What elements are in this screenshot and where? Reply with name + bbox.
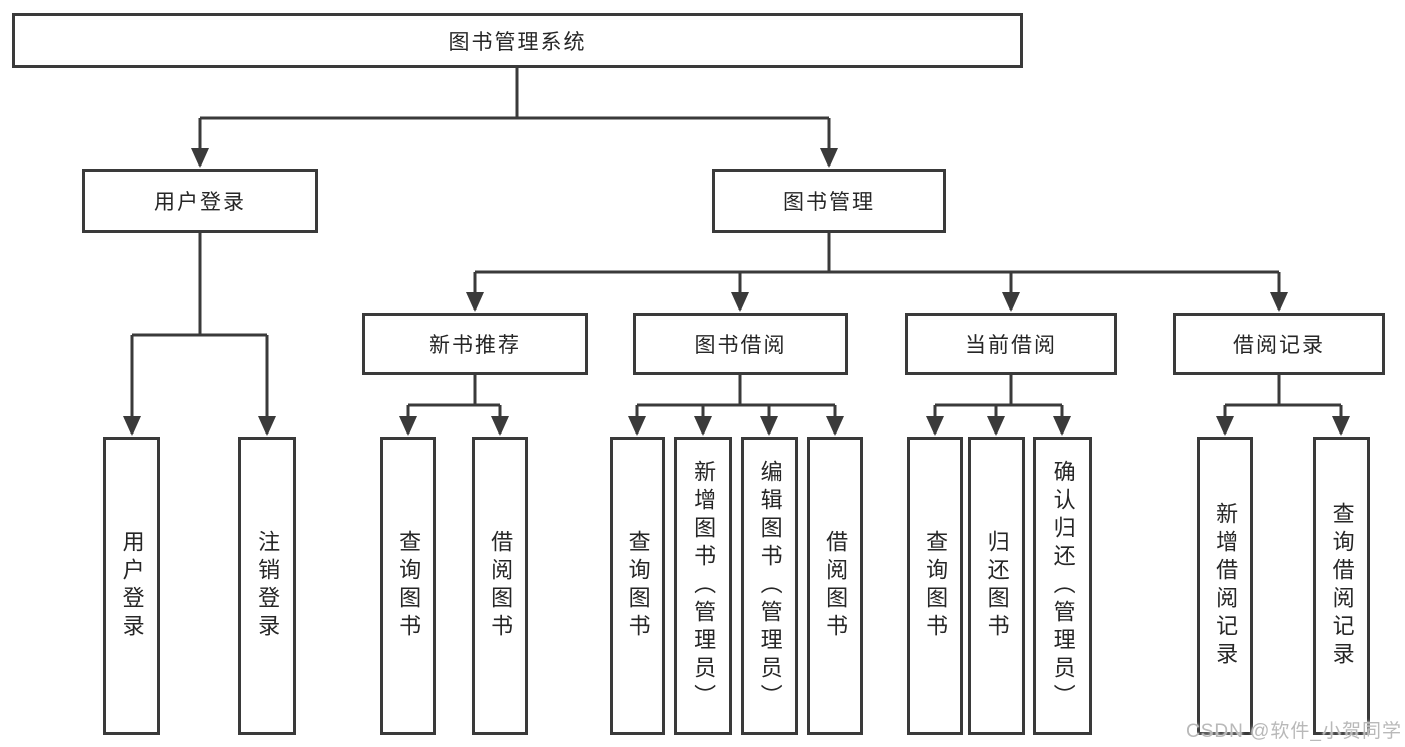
node-label: 查询图书 [923,530,949,642]
node-borrow-book-recommend: 借阅图书 [472,437,528,735]
node-user-login-branch: 用户登录 [82,169,318,233]
node-label: 新增图书（管理员） [691,460,717,712]
node-query-books-recommend: 查询图书 [380,437,436,735]
node-label: 归还图书 [984,530,1010,642]
node-query-borrow-record: 查询借阅记录 [1313,437,1370,735]
node-user-login: 用户登录 [103,437,160,735]
node-label: 新书推荐 [429,334,521,357]
node-book-management-branch: 图书管理 [712,169,946,233]
node-label: 用户登录 [154,191,246,214]
node-label: 当前借阅 [965,334,1057,357]
node-label: 图书管理系统 [448,30,587,54]
node-borrow-book: 借阅图书 [807,437,863,735]
node-label: 查询图书 [396,530,422,642]
node-label: 新增借阅记录 [1213,502,1239,670]
node-label: 用户登录 [119,530,145,642]
node-label: 确认归还（管理员） [1050,460,1076,712]
node-query-books-borrowing: 查询图书 [610,437,665,735]
node-return-book: 归还图书 [968,437,1025,735]
node-label: 查询借阅记录 [1329,502,1355,670]
node-label: 借阅记录 [1233,334,1325,357]
node-add-book-admin: 新增图书（管理员） [674,437,732,735]
csdn-watermark: CSDN @软件_小贺同学 [1186,721,1402,742]
node-label: 借阅图书 [823,530,849,642]
node-edit-book-admin: 编辑图书（管理员） [741,437,798,735]
node-label: 借阅图书 [488,530,514,642]
node-label: 查询图书 [625,530,651,642]
node-borrowing-records: 借阅记录 [1173,313,1385,375]
node-logout: 注销登录 [238,437,296,735]
node-query-books-current: 查询图书 [907,437,963,735]
node-new-book-recommendation: 新书推荐 [362,313,588,375]
node-label: 图书借阅 [694,334,787,357]
node-library-management-system: 图书管理系统 [12,13,1023,68]
node-current-borrowing: 当前借阅 [905,313,1117,375]
node-confirm-return-admin: 确认归还（管理员） [1033,437,1092,735]
node-label: 注销登录 [255,530,281,642]
node-book-borrowing: 图书借阅 [633,313,848,375]
node-label: 编辑图书（管理员） [757,460,783,712]
node-add-borrow-record: 新增借阅记录 [1197,437,1253,735]
node-label: 图书管理 [783,191,875,214]
